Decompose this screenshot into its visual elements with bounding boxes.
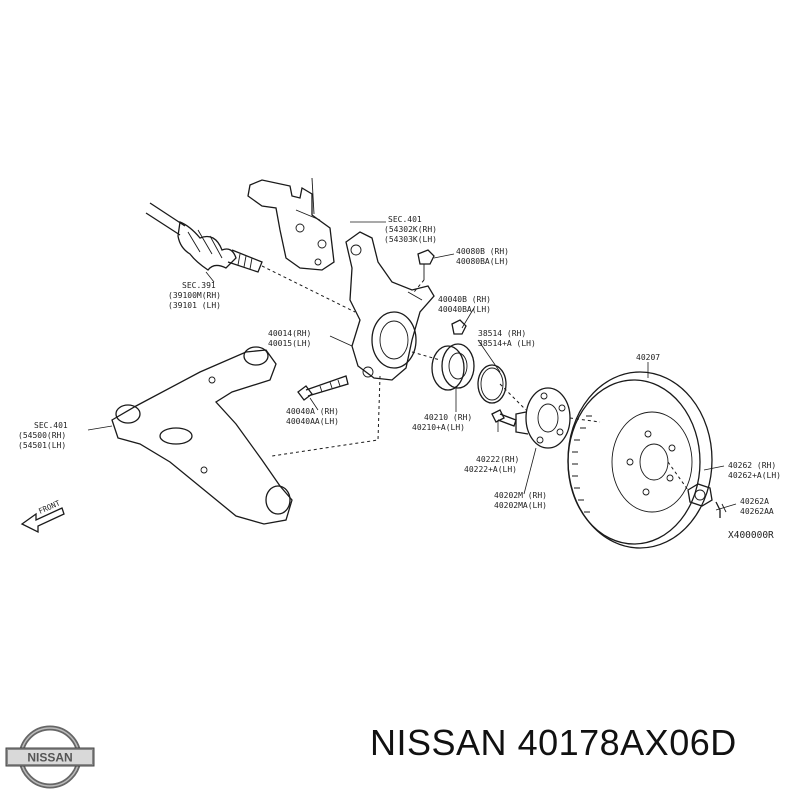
label-sec401-top: SEC.401 (54302K(RH) (54303K(LH) bbox=[384, 215, 437, 244]
svg-text:(54303K(LH): (54303K(LH) bbox=[384, 235, 437, 244]
assembly-dashes bbox=[271, 279, 689, 491]
svg-text:40262 (RH): 40262 (RH) bbox=[728, 461, 776, 470]
svg-text:40222(RH): 40222(RH) bbox=[476, 455, 519, 464]
lower-control-arm bbox=[111, 346, 293, 525]
brake-rotor bbox=[567, 371, 713, 549]
svg-text:(54302K(RH): (54302K(RH) bbox=[384, 225, 437, 234]
strut-bracket bbox=[247, 177, 335, 271]
svg-text:40040AA(LH): 40040AA(LH) bbox=[286, 417, 339, 426]
svg-text:40262AA: 40262AA bbox=[740, 507, 774, 516]
wheel-bearing bbox=[431, 343, 475, 391]
svg-text:NISSAN: NISSAN bbox=[27, 751, 72, 765]
label-40262A: 40262A 40262AA bbox=[740, 497, 774, 516]
leader-lines bbox=[87, 221, 737, 511]
svg-text:40014(RH): 40014(RH) bbox=[268, 329, 311, 338]
caption: NISSAN 40178AX06D bbox=[370, 722, 737, 764]
svg-text:40202M (RH): 40202M (RH) bbox=[494, 491, 547, 500]
label-40262: 40262 (RH) 40262+A(LH) bbox=[728, 461, 781, 480]
label-38514: 38514 (RH) 38514+A (LH) bbox=[478, 329, 536, 348]
caption-brand: NISSAN bbox=[370, 722, 508, 763]
svg-text:SEC.391: SEC.391 bbox=[182, 281, 216, 290]
svg-text:40262A: 40262A bbox=[740, 497, 769, 506]
svg-text:40262+A(LH): 40262+A(LH) bbox=[728, 471, 781, 480]
label-40207: 40207 bbox=[636, 353, 660, 362]
svg-text:(39101 (LH): (39101 (LH) bbox=[168, 301, 221, 310]
label-sec401-left: SEC.401 (54500(RH) (54501(LH) bbox=[18, 421, 68, 450]
label-40040: 40040B (RH) 40040BA(LH) bbox=[438, 295, 491, 314]
steering-knuckle bbox=[345, 231, 435, 381]
svg-text:38514+A (LH): 38514+A (LH) bbox=[478, 339, 536, 348]
nissan-logo: NISSAN bbox=[5, 725, 95, 789]
label-40222: 40222(RH) 40222+A(LH) bbox=[464, 455, 519, 474]
svg-text:SEC.401: SEC.401 bbox=[34, 421, 68, 430]
snap-ring bbox=[477, 364, 507, 404]
hub-bolt bbox=[491, 409, 517, 427]
svg-text:40207: 40207 bbox=[636, 353, 660, 362]
label-40202: 40202M (RH) 40202MA(LH) bbox=[494, 491, 547, 510]
wheel-hub bbox=[515, 387, 571, 449]
svg-text:40015(LH): 40015(LH) bbox=[268, 339, 311, 348]
svg-text:40210 (RH): 40210 (RH) bbox=[424, 413, 472, 422]
front-arrow: FRONT bbox=[20, 498, 65, 534]
cotter-pin bbox=[715, 501, 727, 518]
svg-text:40040BA(LH): 40040BA(LH) bbox=[438, 305, 491, 314]
drive-shaft bbox=[145, 202, 356, 313]
svg-text:40202MA(LH): 40202MA(LH) bbox=[494, 501, 547, 510]
label-40040A: 40040A (RH) 40040AA(LH) bbox=[286, 407, 339, 426]
label-40210: 40210 (RH) 40210+A(LH) bbox=[412, 413, 472, 432]
label-sec391: SEC.391 (39100M(RH) (39101 (LH) bbox=[168, 281, 221, 310]
label-40014: 40014(RH) 40015(LH) bbox=[268, 329, 311, 348]
svg-text:38514 (RH): 38514 (RH) bbox=[478, 329, 526, 338]
nut-40040 bbox=[451, 319, 467, 335]
svg-text:(54501(LH): (54501(LH) bbox=[18, 441, 66, 450]
svg-text:40080BA(LH): 40080BA(LH) bbox=[456, 257, 509, 266]
svg-text:40080B (RH): 40080B (RH) bbox=[456, 247, 509, 256]
svg-text:(39100M(RH): (39100M(RH) bbox=[168, 291, 221, 300]
bolt-40080 bbox=[417, 249, 435, 280]
caption-part-number: 40178AX06D bbox=[517, 722, 737, 763]
svg-text:40210+A(LH): 40210+A(LH) bbox=[412, 423, 465, 432]
svg-text:SEC.401: SEC.401 bbox=[388, 215, 422, 224]
svg-text:40040B (RH): 40040B (RH) bbox=[438, 295, 491, 304]
hub-nut bbox=[687, 483, 713, 507]
svg-text:40040A (RH): 40040A (RH) bbox=[286, 407, 339, 416]
svg-text:(54500(RH): (54500(RH) bbox=[18, 431, 66, 440]
reference-code: X400000R bbox=[728, 530, 774, 541]
bolt-40040A bbox=[297, 375, 349, 401]
label-40080: 40080B (RH) 40080BA(LH) bbox=[456, 247, 509, 266]
svg-text:40222+A(LH): 40222+A(LH) bbox=[464, 465, 517, 474]
